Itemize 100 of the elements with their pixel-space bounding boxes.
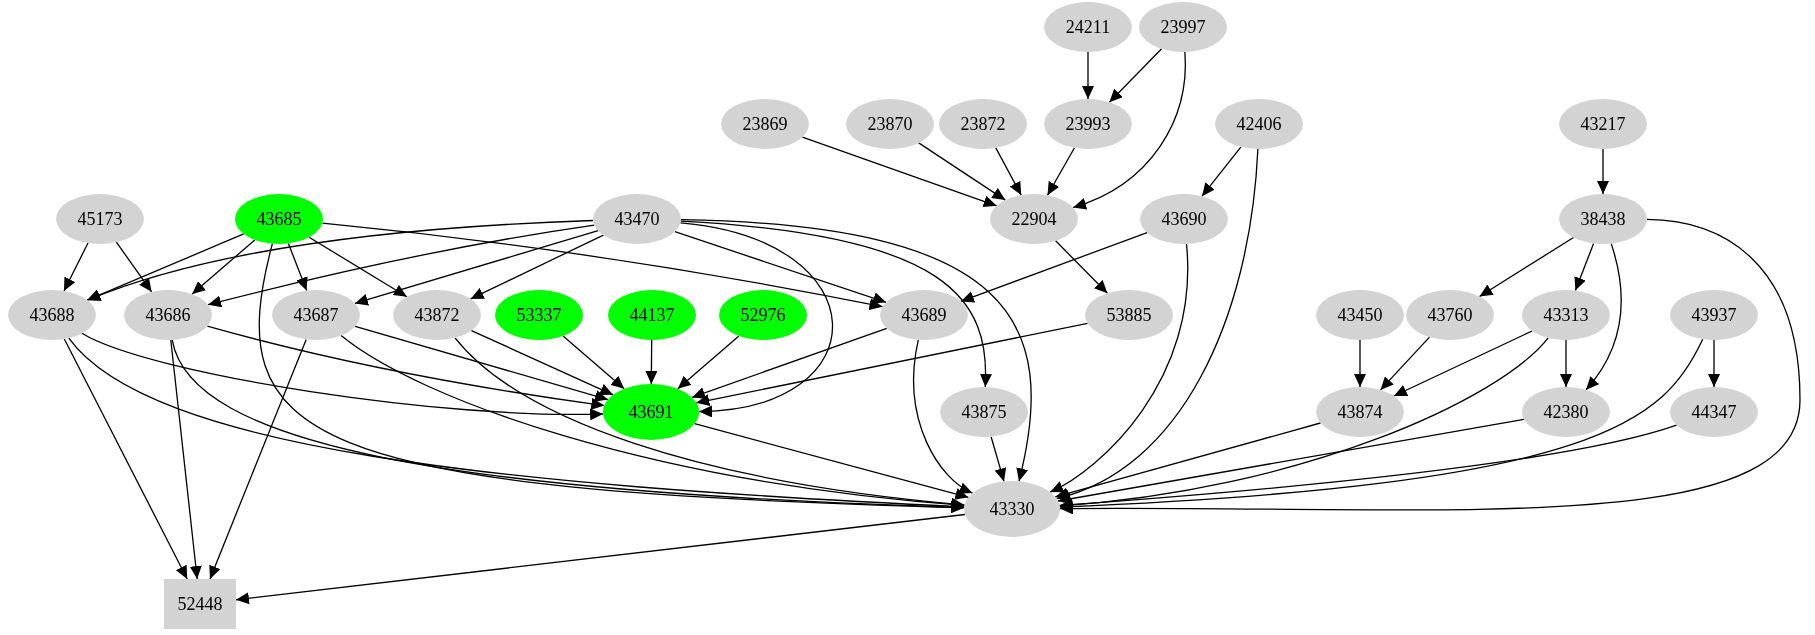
arrow (680, 220, 992, 388)
arrow (677, 335, 740, 390)
node-label: 43450 (1337, 304, 1383, 326)
arrow (674, 231, 887, 304)
node-label: 43872 (414, 304, 460, 326)
arrow (1708, 339, 1720, 388)
arrow (679, 222, 834, 417)
ellipse-node (1522, 387, 1610, 437)
node-label: 43686 (145, 304, 191, 326)
arrow (1057, 418, 1525, 505)
arrow (1072, 51, 1186, 209)
node-label: 52448 (177, 593, 223, 615)
ellipse-node (124, 290, 212, 340)
node-label: 22904 (1011, 208, 1057, 230)
arrow (995, 147, 1022, 196)
ellipse-node (940, 387, 1028, 437)
ellipse-node (1316, 387, 1404, 437)
node-label: 53337 (516, 304, 562, 326)
arrow (1055, 148, 1259, 501)
arrow (170, 339, 202, 580)
arrow (235, 513, 966, 605)
ellipse-node (603, 384, 699, 440)
arrow (209, 338, 307, 580)
arrow (1059, 218, 1801, 515)
node-label: 42406 (1236, 113, 1282, 135)
node-label: 44347 (1691, 401, 1737, 423)
ellipse-node (1522, 290, 1610, 340)
arrow (1574, 242, 1595, 292)
arrow (913, 339, 974, 494)
arrow (645, 339, 658, 385)
node-label: 45173 (77, 208, 123, 230)
node-label: 43690 (1161, 208, 1207, 230)
rectangle-node (164, 579, 236, 629)
arrow (1049, 243, 1189, 493)
ellipse-node (990, 194, 1078, 244)
arrow (918, 142, 1006, 201)
node-label: 43689 (901, 304, 947, 326)
arrow (680, 219, 1032, 482)
node-label: 43685 (256, 208, 302, 230)
arrow (354, 325, 609, 402)
node-label: 43874 (1337, 401, 1383, 423)
ellipse-node (1670, 387, 1758, 437)
arrow (695, 322, 1089, 407)
node-label: 53885 (1106, 304, 1152, 326)
arrow (1201, 146, 1242, 197)
arrow (1054, 240, 1109, 294)
ellipse-node (235, 194, 323, 244)
arrow (63, 338, 188, 580)
node-label: 43875 (961, 401, 1007, 423)
arrow (693, 423, 970, 500)
arrow (1082, 51, 1094, 100)
node-label: 43687 (293, 304, 339, 326)
arrow (470, 329, 614, 396)
arrow (86, 219, 594, 302)
ellipse-node (880, 290, 968, 340)
node-label: 52976 (740, 304, 786, 326)
node-label: 23872 (960, 113, 1006, 135)
arrow (115, 241, 153, 293)
node-label: 23870 (867, 113, 913, 135)
node-label: 23869 (742, 113, 788, 135)
arrow (1585, 242, 1622, 391)
arrow (469, 234, 605, 300)
arrow (801, 136, 998, 208)
node-label: 43691 (628, 401, 674, 423)
ellipse-node (393, 290, 481, 340)
arrow (1054, 422, 1322, 500)
arrow (206, 325, 605, 410)
ellipse-node (593, 194, 681, 244)
arrow (562, 335, 625, 390)
node-label: 44137 (629, 304, 675, 326)
node-label: 43760 (1427, 304, 1473, 326)
arrow (1379, 336, 1431, 391)
ellipse-node (272, 290, 360, 340)
arrow (287, 242, 308, 292)
node-label: 43470 (614, 208, 660, 230)
arrow (1560, 339, 1572, 388)
node-label: 43217 (1580, 113, 1626, 135)
arrow (207, 224, 595, 308)
arrow (1393, 330, 1533, 397)
arrow (1354, 339, 1366, 388)
node-label: 23993 (1065, 113, 1111, 135)
node-label: 23997 (1160, 16, 1206, 38)
arrow (1597, 148, 1609, 195)
ellipse-node (964, 481, 1060, 537)
arrow (691, 327, 888, 399)
arrow (191, 239, 256, 295)
arrow (354, 229, 599, 306)
arrow (1046, 147, 1076, 196)
ellipse-node (1406, 290, 1494, 340)
arrow (321, 222, 884, 311)
node-label: 38438 (1580, 208, 1626, 230)
node-label: 43688 (29, 304, 75, 326)
arrow (81, 332, 604, 421)
arrow (308, 236, 408, 298)
arrow (990, 436, 1007, 483)
arrow (1478, 236, 1575, 298)
node-label: 43330 (989, 498, 1035, 520)
arrow (960, 231, 1148, 303)
arrow (1108, 48, 1163, 103)
node-label: 43313 (1543, 304, 1589, 326)
